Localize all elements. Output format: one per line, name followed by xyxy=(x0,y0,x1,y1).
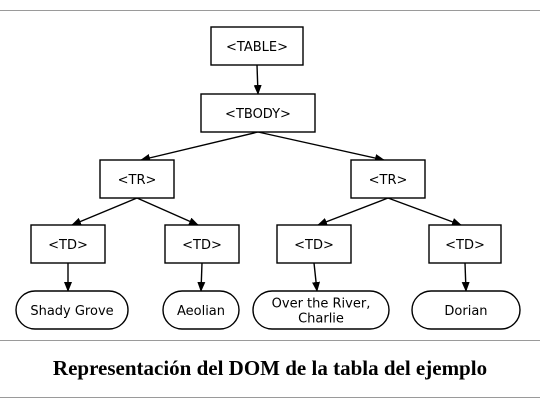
node-label: Dorian xyxy=(444,304,487,319)
node-label: <TR> xyxy=(369,173,408,188)
nodes-layer: <TABLE> <TBODY> <TR> <TR> <TD> <TD> <TD> <TD> Sh… xyxy=(15,26,521,330)
text-node-txt3: Over the River,Charlie xyxy=(252,290,390,330)
dom-tree-diagram: <TABLE> <TBODY> <TR> <TR> <TD> <TD> <TD> <TD> Sh… xyxy=(15,26,521,330)
node-label-line: <TD> xyxy=(445,238,485,253)
element-node-td2: <TD> xyxy=(164,224,240,264)
node-label-line: Aeolian xyxy=(177,304,225,319)
node-oval xyxy=(162,290,240,330)
edge-tbody-to-tr1 xyxy=(140,131,259,162)
element-node-td3: <TD> xyxy=(276,224,352,264)
edge-tbody-to-tr2 xyxy=(257,131,385,162)
node-box xyxy=(30,224,106,264)
node-label: <TABLE> xyxy=(226,40,288,55)
edges-layer xyxy=(64,64,470,292)
node-label-line: <TD> xyxy=(294,238,334,253)
text-node-txt2: Aeolian xyxy=(162,290,240,330)
node-label: Over the River,Charlie xyxy=(272,297,371,327)
node-label-line: Charlie xyxy=(298,312,344,327)
node-label-line: Shady Grove xyxy=(30,304,113,319)
text-node-txt1: Shady Grove xyxy=(15,290,129,330)
node-box xyxy=(99,159,175,199)
node-label-line: <TD> xyxy=(48,238,88,253)
edge-tr1-to-td2 xyxy=(136,197,199,226)
node-label-line: <TR> xyxy=(118,173,157,188)
node-box xyxy=(350,159,426,199)
node-label-line: <TR> xyxy=(369,173,408,188)
node-label-line: Over the River, xyxy=(272,297,371,312)
node-label-line: <TD> xyxy=(182,238,222,253)
bottom-rule xyxy=(0,397,540,398)
node-oval xyxy=(15,290,129,330)
node-label: Aeolian xyxy=(177,304,225,319)
element-node-tbody: <TBODY> xyxy=(200,93,316,133)
element-node-tr2: <TR> xyxy=(350,159,426,199)
element-node-td4: <TD> xyxy=(428,224,502,264)
node-label: <TD> xyxy=(182,238,222,253)
node-oval xyxy=(252,290,390,330)
element-node-tr1: <TR> xyxy=(99,159,175,199)
edge-td3-to-txt3 xyxy=(312,262,321,292)
node-label: <TR> xyxy=(118,173,157,188)
node-box xyxy=(428,224,502,264)
node-label-line: <TABLE> xyxy=(226,40,288,55)
node-label: Shady Grove xyxy=(30,304,113,319)
edge-tr2-to-td4 xyxy=(387,197,462,226)
node-box xyxy=(210,26,304,66)
node-label-line: <TBODY> xyxy=(225,107,291,122)
figure-caption: Representación del DOM de la tabla del e… xyxy=(52,356,488,380)
edge-tr2-to-td3 xyxy=(317,197,389,226)
element-node-td1: <TD> xyxy=(30,224,106,264)
top-rule xyxy=(0,10,540,11)
text-node-txt4: Dorian xyxy=(411,290,521,330)
node-label: <TD> xyxy=(48,238,88,253)
caption-rule xyxy=(0,340,540,341)
node-label: <TD> xyxy=(294,238,334,253)
node-label-line: Dorian xyxy=(444,304,487,319)
edge-td4-to-txt4 xyxy=(461,262,470,292)
node-oval xyxy=(411,290,521,330)
node-label: <TBODY> xyxy=(225,107,291,122)
node-label: <TD> xyxy=(445,238,485,253)
element-node-table: <TABLE> xyxy=(210,26,304,66)
edge-td2-to-txt2 xyxy=(197,262,206,292)
node-box xyxy=(164,224,240,264)
edge-tr1-to-td1 xyxy=(71,197,138,226)
edge-table-to-tbody xyxy=(253,64,262,95)
node-box xyxy=(200,93,316,133)
node-box xyxy=(276,224,352,264)
